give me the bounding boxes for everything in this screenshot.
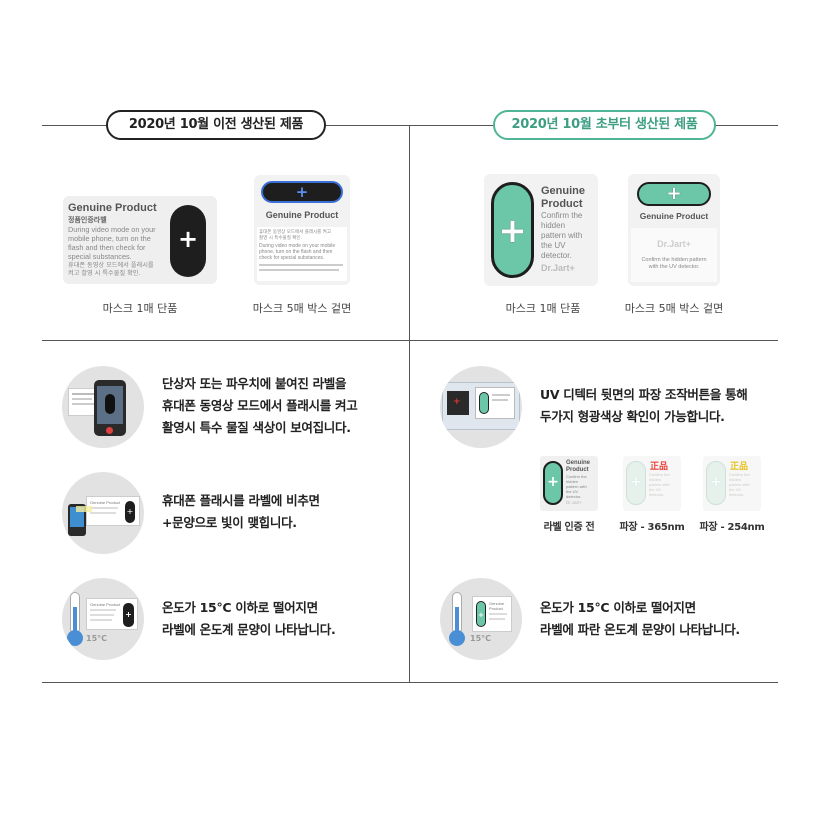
bottom-rule: [42, 682, 778, 683]
header-before-oct-2020: 2020년 10월 이전 생산된 제품: [106, 110, 326, 140]
brand-logo: Dr.Jart+: [541, 263, 575, 273]
uv-detector-icon: +: [442, 382, 520, 430]
label-line-ko: 촬영 시 특수물질 확인.: [259, 236, 302, 241]
label-body: Dr.Jart+ Confirm the hidden pattern with…: [631, 228, 717, 282]
uv-detector-illustration: +: [440, 366, 522, 448]
uv-sample-365nm: + 正品 Confirm the hidden pattern with the…: [623, 456, 681, 511]
uv-sample-254nm: + 正品 Confirm the hidden pattern with the…: [703, 456, 761, 511]
plus-icon: +: [478, 611, 484, 619]
uv-sample-label: 라벨 인증 전: [543, 522, 595, 533]
thermometer-bulb: [67, 630, 83, 646]
fine-print: [259, 264, 343, 266]
new-box-label: + Genuine Product Dr.Jart+ Confirm the h…: [628, 174, 720, 286]
new-single-mask-label: + Genuine Product Confirm the hidden pat…: [484, 174, 598, 286]
label-line: detector.: [541, 251, 572, 260]
fine-print: [259, 269, 339, 271]
label-line: check for special substances.: [259, 255, 325, 261]
label-title: Genuine: [541, 185, 586, 197]
label-title: Genuine Product: [265, 210, 339, 220]
green-bar-mark: +: [637, 182, 711, 206]
label-line-ko: 휴대폰 동영상 모드에서 플래시를: [68, 262, 154, 269]
black-pill-mark: +: [170, 205, 206, 277]
phone-video-illustration: [62, 366, 144, 448]
label-title: Genuine Product: [639, 211, 709, 221]
thermometer-icon: [70, 592, 80, 634]
method-description: 휴대폰 플래시를 라벨에 비추면 +문양으로 빛이 맺힙니다.: [162, 493, 320, 530]
label-subtitle: 정품인증라벨: [68, 216, 107, 224]
plus-icon: +: [498, 211, 527, 251]
thermometer-illustration: 15°C + Genuine Product: [440, 578, 522, 660]
middle-rule: [42, 340, 778, 341]
label-title: Genuine Product: [68, 202, 157, 214]
thermometer-icon: [452, 592, 462, 634]
plus-icon: +: [710, 474, 722, 490]
plus-icon: +: [630, 474, 642, 490]
thermometer-illustration: 15°C Genuine Product +: [62, 578, 144, 660]
method-description: 단상자 또는 파우치에 붙여진 라벨을 휴대폰 동영상 모드에서 플래시를 켜고…: [162, 376, 358, 435]
label-sheet: Genuine Product +: [86, 598, 138, 630]
label-line: phone, turn on the flash and then: [259, 249, 333, 255]
header-from-oct-2020: 2020년 10월 초부터 생산된 제품: [493, 110, 716, 140]
label-line: mobile phone, turn on the: [68, 234, 151, 243]
plus-icon: +: [125, 610, 132, 619]
label-line: the UV: [541, 241, 566, 250]
uv-mark: 正品: [730, 462, 749, 472]
new-box-caption: 마스크 5매 박스 겉면: [624, 302, 724, 315]
label-line: hidden: [541, 221, 566, 230]
uv-mark: 正品: [650, 462, 669, 472]
label-line: flash and then check for: [68, 243, 146, 252]
plus-icon: +: [177, 225, 199, 253]
uv-sample-label: 파장 - 254nm: [699, 522, 765, 533]
label-line-ko: 켜고 촬영 시 특수물질 확인.: [68, 270, 141, 277]
label-line: During video mode on your: [68, 225, 156, 234]
label-line: Confirm the hidden pattern: [641, 257, 707, 263]
method-description: 온도가 15°C 이하로 떨어지면 라벨에 파란 온도계 문양이 나타납니다.: [540, 600, 740, 637]
center-divider: [409, 125, 410, 682]
blue-border-bar: +: [261, 181, 343, 203]
record-button-icon: [106, 427, 113, 434]
plus-icon: +: [666, 183, 682, 204]
phone-icon: [94, 380, 126, 436]
old-box-caption: 마스크 5매 박스 겉면: [252, 302, 352, 315]
method-description: 온도가 15°C 이하로 떨어지면 라벨에 온도계 문양이 나타납니다.: [162, 600, 336, 637]
label-sheet: + Genuine Product: [472, 596, 512, 632]
phone-icon: [68, 504, 86, 536]
label-line: Confirm the: [541, 211, 583, 220]
old-single-caption: 마스크 1매 단품: [102, 302, 178, 315]
label-line: During video mode on your mobile: [259, 243, 336, 249]
temperature-text: 15°C: [86, 634, 108, 643]
uv-sample-label: 파장 - 365nm: [619, 522, 685, 533]
uv-sample-before: + Genuine Product Confirm the hidden pat…: [540, 456, 598, 511]
temperature-text: 15°C: [470, 634, 492, 643]
old-box-label: + Genuine Product 휴대폰 동영상 모드에서 플래시를 켜고 촬…: [254, 175, 350, 285]
label-line: special substances.: [68, 252, 132, 261]
label-line: with the UV detector.: [648, 264, 700, 270]
thermometer-bulb: [449, 630, 465, 646]
plus-icon: +: [295, 183, 309, 201]
label-body: 휴대폰 동영상 모드에서 플래시를 켜고 촬영 시 특수물질 확인. Durin…: [257, 227, 347, 281]
brand-logo: Dr.Jart+: [657, 239, 691, 249]
method-description: UV 디텍터 뒷면의 파장 조작버튼을 통해 두가지 형광색상 확인이 가능합니…: [540, 387, 748, 424]
green-pill-mark: +: [491, 182, 534, 278]
new-single-caption: 마스크 1매 단품: [505, 302, 581, 315]
label-line: pattern with: [541, 231, 583, 240]
label-sheet: Genuine Product +: [86, 496, 140, 526]
flash-beam: [76, 506, 92, 512]
black-pill-mark: +: [123, 603, 134, 627]
label-line-ko: 휴대폰 동영상 모드에서 플래시를 켜고: [259, 230, 331, 235]
label-title: Product: [541, 198, 583, 210]
plus-icon: +: [547, 474, 559, 490]
phone-flash-illustration: Genuine Product +: [62, 472, 144, 554]
old-single-mask-label: Genuine Product 정품인증라벨 During video mode…: [63, 196, 217, 284]
